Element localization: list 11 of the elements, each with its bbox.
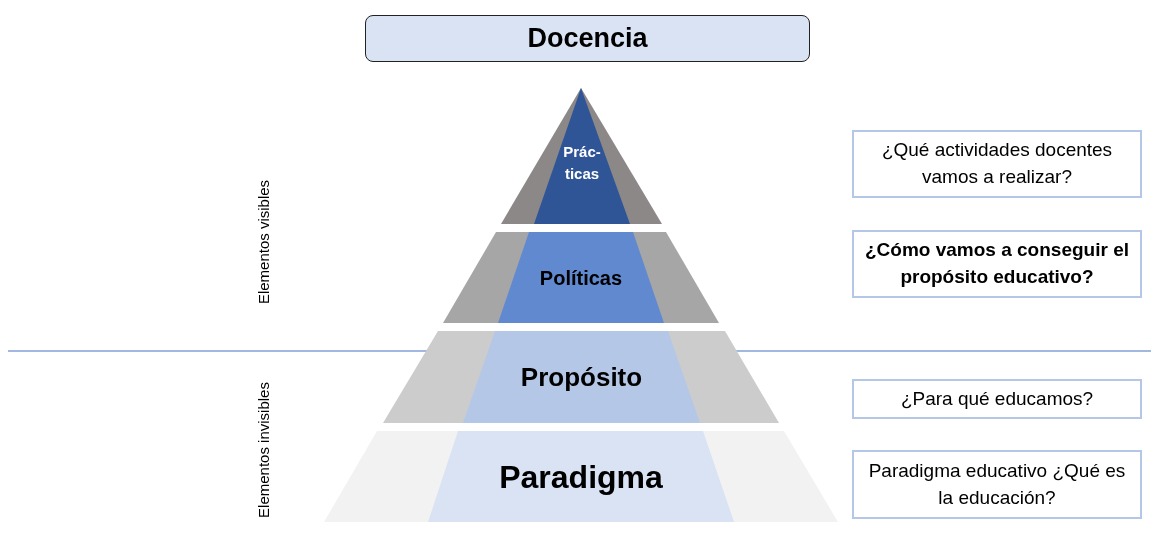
title-box: Docencia: [365, 15, 810, 62]
side-label: Elementos invisibles: [254, 382, 272, 518]
tier-label: Prác- ticas: [562, 141, 602, 184]
tier-label: Políticas: [538, 265, 624, 291]
question-box: ¿Qué actividades docentes vamos a realizar?: [852, 130, 1142, 198]
side-label: Elementos visibles: [254, 179, 272, 305]
question-box: ¿Cómo vamos a conseguir el propósito educativo?: [852, 230, 1142, 298]
question-box: Paradigma educativo ¿Qué es la educación?: [852, 450, 1142, 519]
tier-label: Propósito: [519, 360, 644, 394]
question-box: ¿Para qué educamos?: [852, 379, 1142, 419]
tier-label: Paradigma: [498, 457, 664, 497]
